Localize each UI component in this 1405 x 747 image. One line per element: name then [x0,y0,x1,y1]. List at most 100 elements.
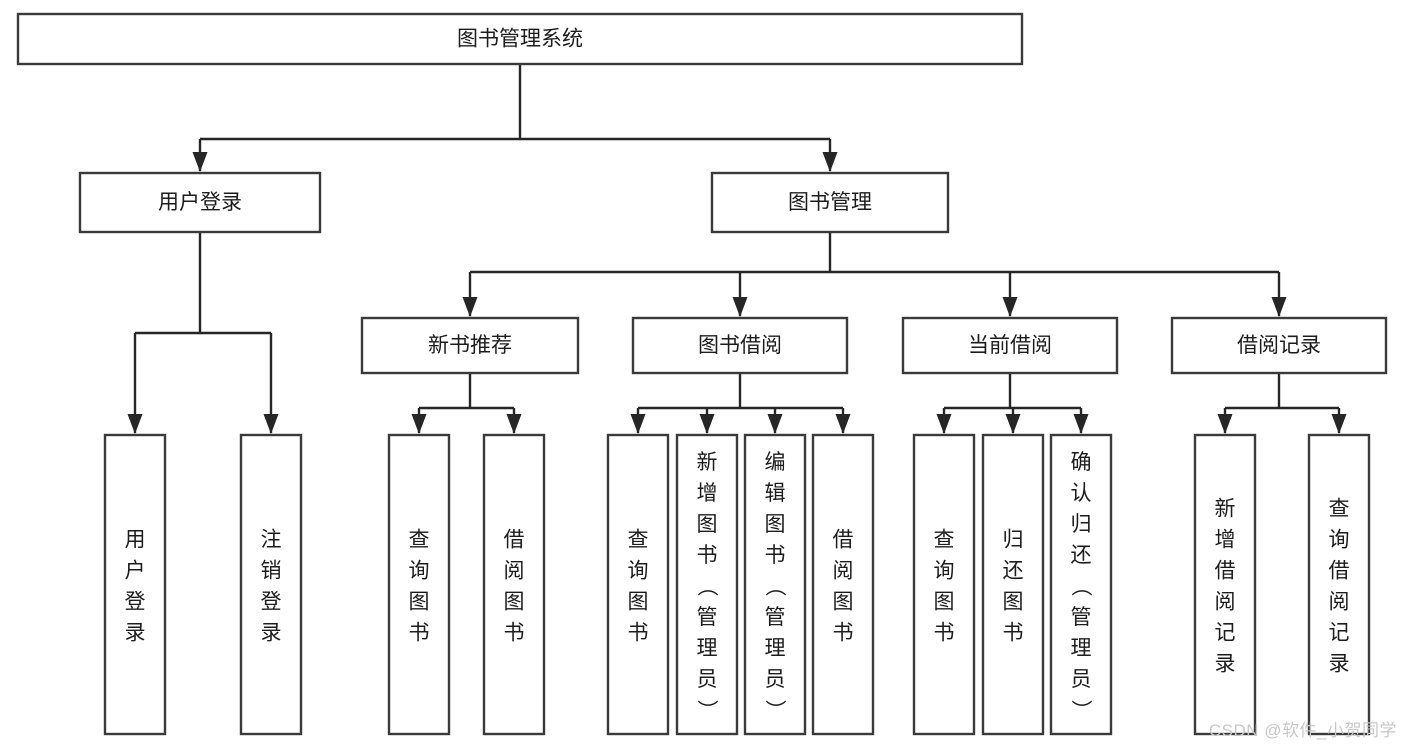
leaf-label-char: 查 [934,529,955,552]
level2-label: 图书管理 [788,191,872,214]
leaf-label-char: （ [695,576,718,597]
leaf-label-char: 增 [1215,529,1236,552]
level3-box [1170,316,1388,375]
arrowhead-icon [1002,297,1018,317]
leaf-box [981,433,1045,736]
leaf-label-char: （ [1069,576,1092,597]
leaf-label-char: 询 [409,560,430,583]
leaf-label-char: 管 [765,606,786,629]
level3-node: 借阅记录 [1170,316,1388,375]
leaf-label-char: 归 [1003,529,1024,552]
root-node: 图书管理系统 [16,12,1024,66]
leaf-label-char: 图 [409,591,430,614]
arrowhead-icon [630,414,646,434]
leaf-box [239,433,303,736]
leaf-label-char: 阅 [833,560,854,583]
leaf-box [1307,433,1371,736]
level3-label: 新书推荐 [428,334,512,357]
leaf-label-char: 确 [1071,451,1092,474]
arrowhead-icon [699,414,715,434]
leaf-label-char: ） [763,700,786,721]
leaf-box [482,433,546,736]
arrowhead-icon [1331,414,1347,434]
arrowhead-icon [1271,297,1287,317]
leaf-label-char: 图 [765,513,786,536]
leaf-label-char: 编 [765,451,786,474]
leaf-label-char: 理 [765,637,786,660]
leaf-box [606,433,670,736]
leaf-label-char: 管 [1071,606,1092,629]
arrowhead-icon [822,152,838,172]
leaf-label-char: 登 [125,591,146,614]
leaf-label-char: 图 [504,591,525,614]
leaf-label-char: 销 [261,560,282,583]
leaf-label-char: 辑 [765,482,786,505]
level3-box [901,316,1119,375]
leaf-box [743,433,807,736]
leaf-label-char: （ [763,576,786,597]
leaf-label-char: 还 [1003,560,1024,583]
arrowhead-icon [936,414,952,434]
leaf-label-char: 理 [697,637,718,660]
leaf-label-char: 借 [833,529,854,552]
leaf-label-char: 图 [628,591,649,614]
leaf-box [1049,433,1113,736]
arrowhead-icon [192,152,208,172]
leaf-label-char: 员 [1071,668,1092,691]
level3-node: 图书借阅 [631,316,849,375]
leaf-label-char: 记 [1215,622,1236,645]
leaf-label-char: 新 [1215,498,1236,521]
leaf-label-char: 理 [1071,637,1092,660]
level3-node: 当前借阅 [901,316,1119,375]
leaf-label-char: 用 [125,529,146,552]
arrowhead-icon [506,414,522,434]
leaf-label-char: 归 [1071,513,1092,536]
arrowhead-icon [462,297,478,317]
leaf-box [675,433,739,736]
leaf-label-char: 查 [628,529,649,552]
leaf-label-char: 查 [1329,498,1350,521]
leaf-label-char: 图 [934,591,955,614]
arrowhead-icon [835,414,851,434]
leaf-box [103,433,167,736]
leaf-label-char: 书 [934,622,955,645]
leaf-label-char: 户 [125,560,146,583]
arrowhead-icon [1073,414,1089,434]
leaf-label-char: 询 [628,560,649,583]
arrowhead-icon [263,414,279,434]
arrowhead-icon [1005,414,1021,434]
level3-node: 新书推荐 [360,316,580,375]
leaf-label-char: ） [1069,700,1092,721]
leaf-label-char: 员 [697,668,718,691]
leaf-label-char: 借 [504,529,525,552]
leaf-label-char: 员 [765,668,786,691]
node-layer: 图书管理系统用户登录图书管理新书推荐图书借阅当前借阅借阅记录用户登录注销登录查询… [16,12,1388,736]
leaf-label-char: 录 [125,622,146,645]
leaf-label-char: 记 [1329,622,1350,645]
leaf-label-char: 借 [1215,560,1236,583]
leaf-label-char: 书 [833,622,854,645]
leaf-label-char: 录 [1329,653,1350,676]
level2-node: 图书管理 [710,171,950,234]
leaf-label-char: 阅 [504,560,525,583]
leaf-label-char: ） [695,700,718,721]
level3-box [360,316,580,375]
leaf-node: 用户登录 [103,433,167,736]
leaf-label-char: 书 [1003,622,1024,645]
leaf-label-char: 新 [697,451,718,474]
level2-label: 用户登录 [158,191,242,214]
leaf-label-char: 登 [261,591,282,614]
arrowhead-icon [732,297,748,317]
